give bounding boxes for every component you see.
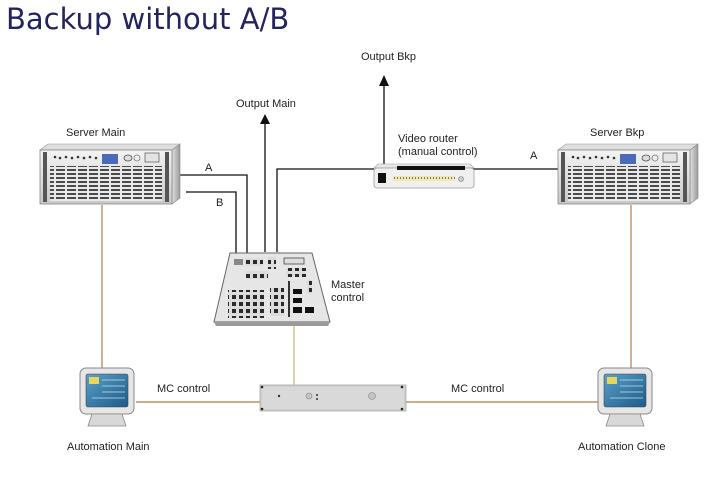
server-main-label: Server Main	[66, 127, 126, 139]
mc-switch-icon[interactable]	[259, 384, 407, 412]
video-router-icon[interactable]	[373, 163, 475, 189]
output-bkp-label: Output Bkp	[361, 51, 417, 63]
automation-clone-label: Automation Clone	[578, 441, 666, 453]
arrow-output-bkp	[379, 75, 389, 86]
master-control-label-line1: Master	[331, 279, 365, 291]
line-mc-to-router	[276, 168, 374, 252]
automation-main-label: Automation Main	[67, 441, 150, 453]
video-router-label-line1: Video router	[398, 133, 458, 145]
master-control-icon[interactable]	[213, 252, 331, 326]
output-main-label: Output Main	[236, 98, 296, 110]
automation-clone-icon[interactable]	[597, 367, 653, 427]
line-server-main-b	[186, 191, 237, 254]
line-server-main-a	[180, 174, 248, 254]
connection-label-main-a: A	[205, 162, 213, 174]
connection-label-main-b: B	[216, 197, 224, 209]
automation-main-icon[interactable]	[79, 367, 135, 427]
server-bkp-icon[interactable]	[557, 143, 699, 205]
signal-lines	[180, 84, 558, 254]
master-control-label-line2: control	[331, 292, 365, 304]
video-router-label-line2: (manual control)	[398, 146, 478, 158]
arrow-output-main	[260, 114, 270, 124]
server-bkp-label: Server Bkp	[590, 127, 645, 139]
connection-label-bkp-a: A	[530, 150, 538, 162]
diagram-title: Backup without A/B	[6, 2, 290, 36]
mc-control-left-label: MC control	[157, 383, 211, 395]
server-main-icon[interactable]	[39, 143, 181, 205]
control-lines	[101, 205, 632, 403]
mc-control-right-label: MC control	[451, 383, 505, 395]
